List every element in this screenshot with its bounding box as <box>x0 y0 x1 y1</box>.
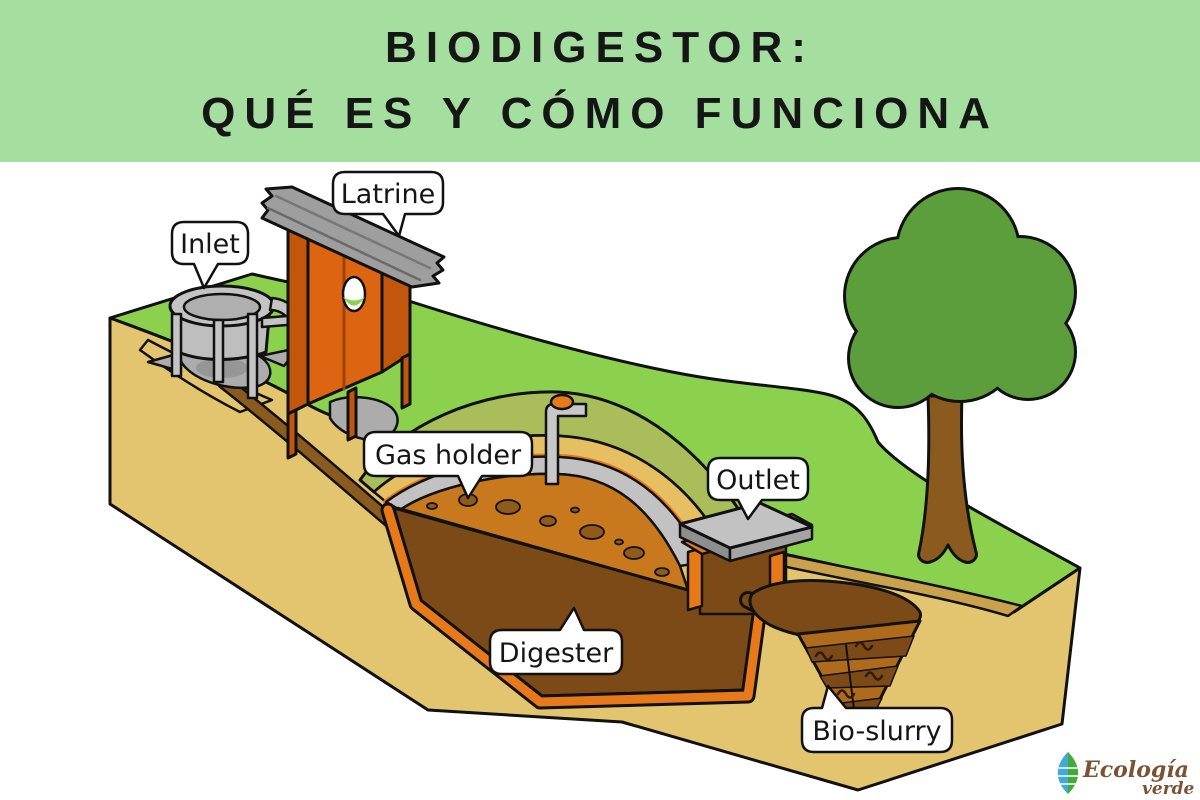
brand-logo: Ecología verde <box>1057 752 1195 799</box>
gas-holder-label-bubble <box>362 430 534 500</box>
outlet-slab <box>678 501 814 550</box>
inlet-label: Inlet <box>180 229 240 260</box>
brand-name-line1: Ecología <box>1082 757 1189 783</box>
gas-holder-label: Gas holder <box>375 440 522 471</box>
outlet-label-bubble <box>706 456 810 521</box>
outlet-structure <box>678 501 814 626</box>
title-line-1: BIODIGESTOR: <box>385 23 815 72</box>
digester-label-bubble <box>488 606 624 676</box>
title-line-2: QUÉ ES Y CÓMO FUNCIONA <box>201 89 999 138</box>
valve-knob <box>549 393 575 411</box>
bio-slurry-label-bubble <box>800 684 954 754</box>
latrine-structure <box>260 185 446 460</box>
leaf-icon <box>1057 752 1079 794</box>
tree-trunk <box>917 394 978 564</box>
inlet-label-bubble <box>170 220 250 290</box>
outlet-label: Outlet <box>716 465 800 496</box>
slurry-surface <box>396 472 690 592</box>
gas-pipe-valve <box>544 393 588 486</box>
header-banner: BIODIGESTOR: QUÉ ES Y CÓMO FUNCIONA <box>0 0 1200 162</box>
tree <box>843 187 1077 564</box>
latrine-label: Latrine <box>341 179 436 210</box>
latrine-hole <box>341 275 367 313</box>
digester-label: Digester <box>499 638 614 669</box>
brand-name-line2: verde <box>1142 779 1195 799</box>
bio-slurry-label: Bio-slurry <box>812 716 941 747</box>
latrine-label-bubble <box>331 170 445 238</box>
